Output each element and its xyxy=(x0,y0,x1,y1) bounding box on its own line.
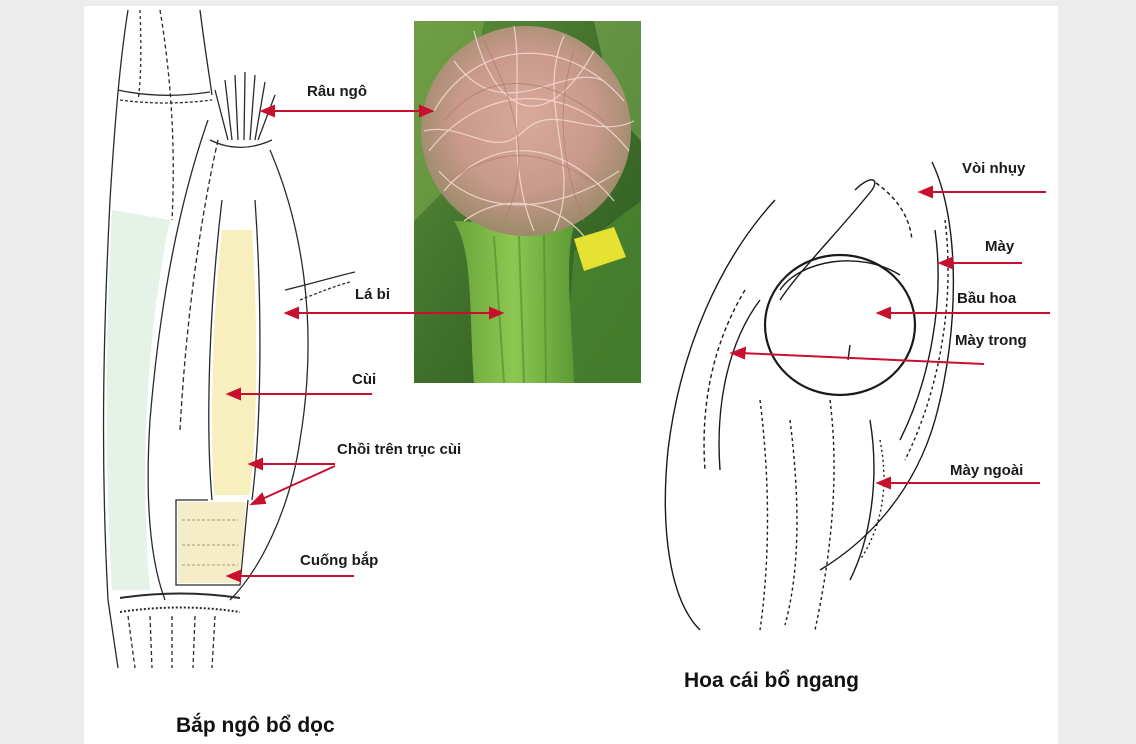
label-may-trong: Mày trong xyxy=(955,332,1027,349)
peduncle-fill xyxy=(178,502,246,583)
label-rau-ngo: Râu ngô xyxy=(307,83,367,100)
label-may-ngoai: Mày ngoài xyxy=(950,462,1023,479)
label-cuong-bap: Cuống bắp xyxy=(300,552,378,569)
caption-bap-ngo-bo-doc: Bắp ngô bổ dọc xyxy=(176,714,335,738)
label-cui: Cùi xyxy=(352,371,376,388)
cob-fill xyxy=(212,230,256,495)
female-flower-cross-section xyxy=(665,162,953,630)
caption-hoa-cai-bo-ngang: Hoa cái bổ ngang xyxy=(684,669,859,693)
label-la-bi: Lá bi xyxy=(355,286,390,303)
husk-fill xyxy=(107,210,170,590)
arrows xyxy=(228,106,1050,581)
label-choi-tren-truc-cui: Chồi trên trục cùi xyxy=(337,441,461,458)
label-voi-nhuy: Vòi nhụy xyxy=(962,160,1025,177)
label-bau-hoa: Bầu hoa xyxy=(957,290,1016,307)
label-may: Mày xyxy=(985,238,1014,255)
